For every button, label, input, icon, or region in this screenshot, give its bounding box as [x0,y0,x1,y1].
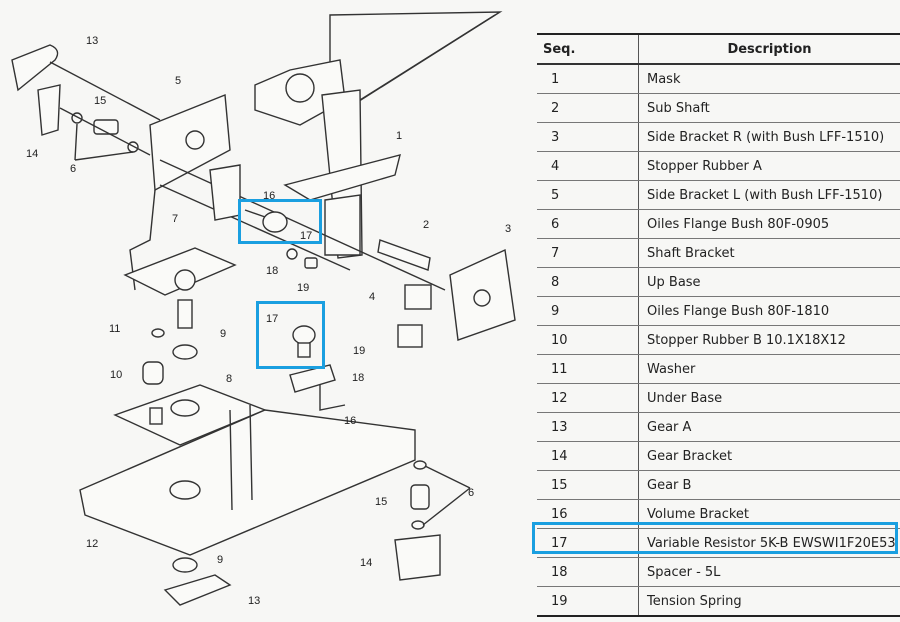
description-cell: Gear Bracket [638,441,900,471]
callout: 8 [226,373,232,385]
description-cell: Tension Spring [638,586,900,617]
callout: 18 [266,265,278,277]
header-description: Description [638,33,900,65]
highlight-box-part-17-upper [238,199,322,244]
callout: 15 [375,496,387,508]
callout: 2 [423,219,429,231]
seq-cell: 5 [537,180,639,210]
highlight-box-row-17 [532,522,898,554]
callout: 5 [175,75,181,87]
callout: 10 [110,369,122,381]
callout: 15 [94,95,106,107]
seq-cell: 18 [537,557,639,587]
description-cell: Washer [638,354,900,384]
exploded-parts-diagram: 13 5 15 14 6 16 17 7 1 2 3 4 18 19 17 19… [11,11,516,607]
callout: 19 [353,345,365,357]
callout: 6 [70,163,76,175]
seq-cell: 13 [537,412,639,442]
callout: 13 [248,595,260,607]
header-seq: Seq. [537,33,639,65]
callout: 9 [220,328,226,340]
seq-cell: 2 [537,93,639,123]
diagram-linework [11,11,516,606]
description-cell: Stopper Rubber B 10.1X18X12 [638,325,900,355]
description-cell: Mask [638,64,900,94]
description-cell: Side Bracket L (with Bush LFF-1510) [638,180,900,210]
seq-cell: 8 [537,267,639,297]
seq-cell: 10 [537,325,639,355]
seq-cell: 6 [537,209,639,239]
callout: 16 [344,415,356,427]
callout: 6 [468,487,474,499]
highlight-box-part-17-lower [256,301,325,369]
description-cell: Shaft Bracket [638,238,900,268]
table-header-row: Seq. Description [537,33,900,65]
seq-cell: 1 [537,64,639,94]
callout-labels: 13 5 15 14 6 16 17 7 1 2 3 4 18 19 17 19… [26,35,511,607]
seq-cell: 14 [537,441,639,471]
seq-cell: 9 [537,296,639,326]
callout: 7 [172,213,178,225]
callout: 18 [352,372,364,384]
description-cell: Stopper Rubber A [638,151,900,181]
description-cell: Sub Shaft [638,93,900,123]
description-cell: Oiles Flange Bush 80F-1810 [638,296,900,326]
seq-cell: 11 [537,354,639,384]
callout: 17 [300,230,312,242]
callout: 12 [86,538,98,550]
callout: 3 [505,223,511,235]
seq-cell: 12 [537,383,639,413]
seq-cell: 7 [537,238,639,268]
description-cell: Up Base [638,267,900,297]
callout: 9 [217,554,223,566]
callout: 19 [297,282,309,294]
description-cell: Under Base [638,383,900,413]
description-cell: Oiles Flange Bush 80F-0905 [638,209,900,239]
callout: 14 [26,148,38,160]
description-cell: Gear B [638,470,900,500]
callout: 11 [109,323,120,335]
callout: 4 [369,291,375,303]
seq-cell: 15 [537,470,639,500]
description-cell: Spacer - 5L [638,557,900,587]
description-cell: Gear A [638,412,900,442]
seq-cell: 19 [537,586,639,617]
callout: 14 [360,557,372,569]
callout: 1 [396,130,402,142]
seq-cell: 4 [537,151,639,181]
seq-cell: 3 [537,122,639,152]
description-cell: Side Bracket R (with Bush LFF-1510) [638,122,900,152]
callout: 17 [266,313,278,325]
callout: 13 [86,35,98,47]
